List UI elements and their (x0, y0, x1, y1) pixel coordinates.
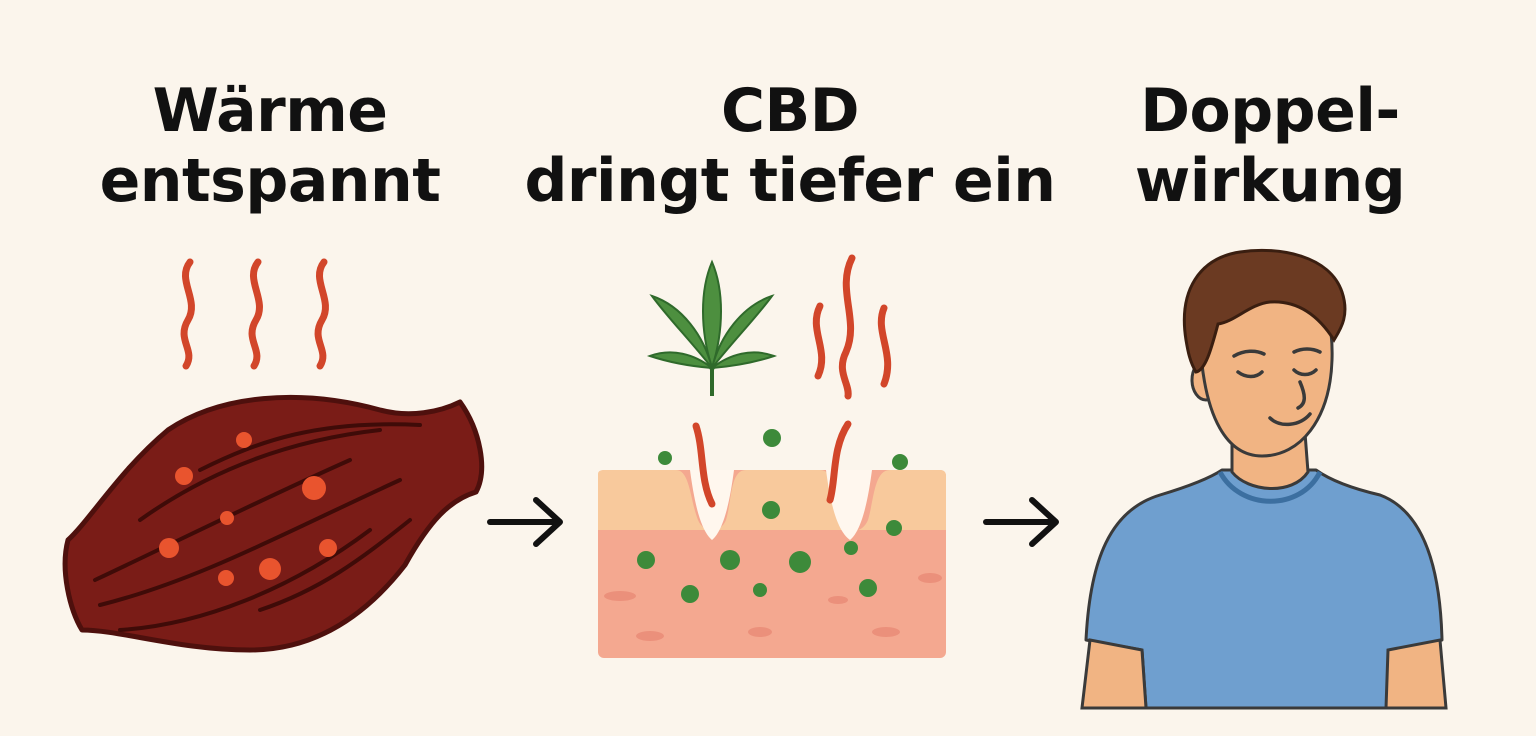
muscle-heat-icon (62, 258, 485, 653)
cannabis-leaf-icon (646, 259, 778, 396)
panel-title-line: dringt tiefer ein (524, 146, 1056, 216)
heat-waves-icon (692, 254, 892, 508)
arrow-right-icon (983, 497, 1059, 547)
panel-title-line: CBD (720, 76, 860, 146)
panel-title-line: wirkung (1134, 146, 1406, 216)
panel-title-line: Wärme (152, 76, 388, 146)
cbd-particles (637, 429, 908, 603)
arrow-right-icon (487, 497, 563, 547)
panel-title-cbd: CBD dringt tiefer ein (520, 76, 1060, 216)
skin-cbd-icon (598, 254, 946, 658)
muscle-icon (62, 394, 485, 653)
relaxed-person-icon (1080, 248, 1448, 710)
head (1182, 248, 1347, 458)
heat-waves-icon (180, 258, 329, 370)
arms (1080, 638, 1448, 710)
panel-title-line: entspannt (99, 146, 441, 216)
hair (1182, 248, 1347, 374)
panel-title-double-effect: Doppel- wirkung (1090, 76, 1450, 216)
panel-title-warmth: Wärme entspannt (60, 76, 480, 216)
panel-title-line: Doppel- (1140, 76, 1400, 146)
